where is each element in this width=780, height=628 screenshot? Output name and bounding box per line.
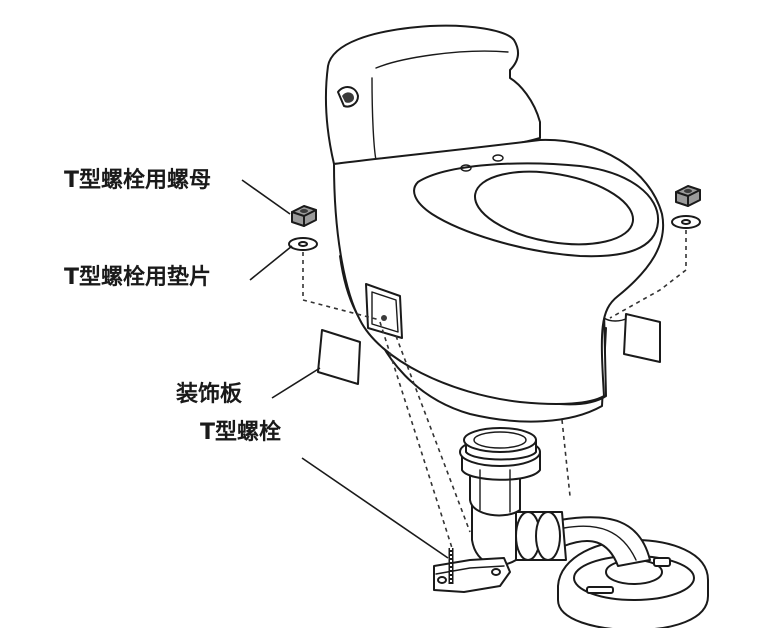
label-cover-plate: 装饰板 bbox=[176, 382, 243, 407]
nut-right bbox=[675, 185, 701, 207]
washer-left bbox=[288, 237, 318, 251]
label-t-bolt-nut: T型螺栓用螺母 bbox=[64, 168, 212, 193]
toilet-body bbox=[325, 24, 665, 423]
label-t-bolt: T型螺栓 bbox=[200, 420, 282, 445]
cover-plate-left bbox=[317, 329, 361, 385]
nut-left bbox=[291, 205, 317, 227]
leader-lines bbox=[241, 179, 449, 559]
floor-flange bbox=[557, 539, 709, 628]
label-t-bolt-washer: T型螺栓用垫片 bbox=[64, 265, 212, 290]
washer-right bbox=[671, 215, 701, 229]
drain-pipe bbox=[433, 427, 651, 593]
assembly-guide-lines bbox=[302, 230, 687, 549]
cover-plate-right bbox=[623, 313, 661, 363]
